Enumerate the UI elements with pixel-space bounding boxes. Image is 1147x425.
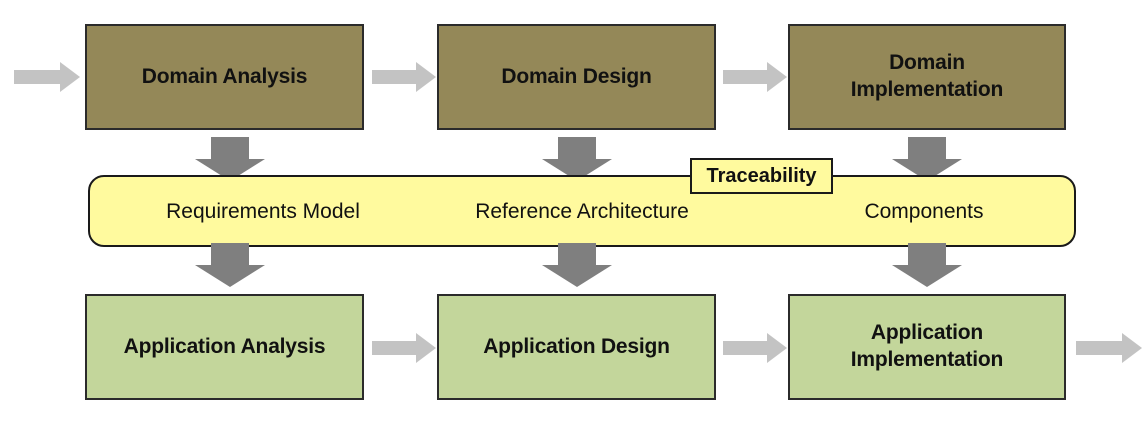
arrow-shaft <box>723 70 767 84</box>
box-domain-implementation[interactable]: Domain Implementation <box>788 24 1066 130</box>
arrow-head <box>195 265 265 287</box>
arrow-shaft <box>558 137 596 161</box>
box-application-design[interactable]: Application Design <box>437 294 716 400</box>
arrow-head <box>767 333 787 363</box>
arrow-requirements-model-to-application-analysis <box>195 243 265 287</box>
traceability-annotation[interactable]: Traceability <box>690 158 833 194</box>
asset-label-text: Components <box>864 200 984 223</box>
asset-label-reference-architecture: Reference Architecture <box>412 200 752 224</box>
arrow-shaft <box>372 341 416 355</box>
arrow-application-analysis-to-application-design <box>372 333 436 363</box>
arrow-head <box>767 62 787 92</box>
box-label: Domain Design <box>501 64 652 88</box>
arrow-reference-architecture-to-application-design <box>542 243 612 287</box>
arrow-outbound-application-implementation <box>1076 333 1142 363</box>
arrow-head <box>416 62 436 92</box>
arrow-head <box>60 62 80 92</box>
arrow-head <box>1122 333 1142 363</box>
box-application-implementation[interactable]: Application Implementation <box>788 294 1066 400</box>
asset-label-requirements-model: Requirements Model <box>88 200 438 224</box>
box-application-analysis[interactable]: Application Analysis <box>85 294 364 400</box>
arrow-head <box>892 265 962 287</box>
arrow-shaft <box>1076 341 1122 355</box>
arrow-shaft <box>558 243 596 267</box>
box-domain-analysis[interactable]: Domain Analysis <box>85 24 364 130</box>
traceability-label: Traceability <box>706 164 817 187</box>
arrow-domain-design-to-domain-implementation <box>723 62 787 92</box>
asset-label-text: Requirements Model <box>166 200 360 223</box>
asset-label-text: Reference Architecture <box>475 200 689 223</box>
box-label: Application Design <box>483 334 670 358</box>
arrow-components-to-application-implementation <box>892 243 962 287</box>
arrow-head <box>542 265 612 287</box>
arrow-head <box>416 333 436 363</box>
arrow-shaft <box>211 243 249 267</box>
arrow-shaft <box>372 70 416 84</box>
box-label: Domain Implementation <box>850 51 1004 101</box>
box-label: Domain Analysis <box>141 64 308 88</box>
core-asset-band <box>88 175 1076 247</box>
arrow-shaft <box>908 243 946 267</box>
box-domain-design[interactable]: Domain Design <box>437 24 716 130</box>
arrow-application-design-to-application-implementation <box>723 333 787 363</box>
asset-label-components: Components <box>790 200 1058 224</box>
arrow-inbound-domain-analysis <box>14 62 80 92</box>
arrow-shaft <box>211 137 249 161</box>
arrow-domain-analysis-to-domain-design <box>372 62 436 92</box>
arrow-shaft <box>908 137 946 161</box>
box-label: Application Analysis <box>123 334 326 358</box>
arrow-shaft <box>14 70 60 84</box>
box-label: Application Implementation <box>850 321 1004 371</box>
arrow-shaft <box>723 341 767 355</box>
